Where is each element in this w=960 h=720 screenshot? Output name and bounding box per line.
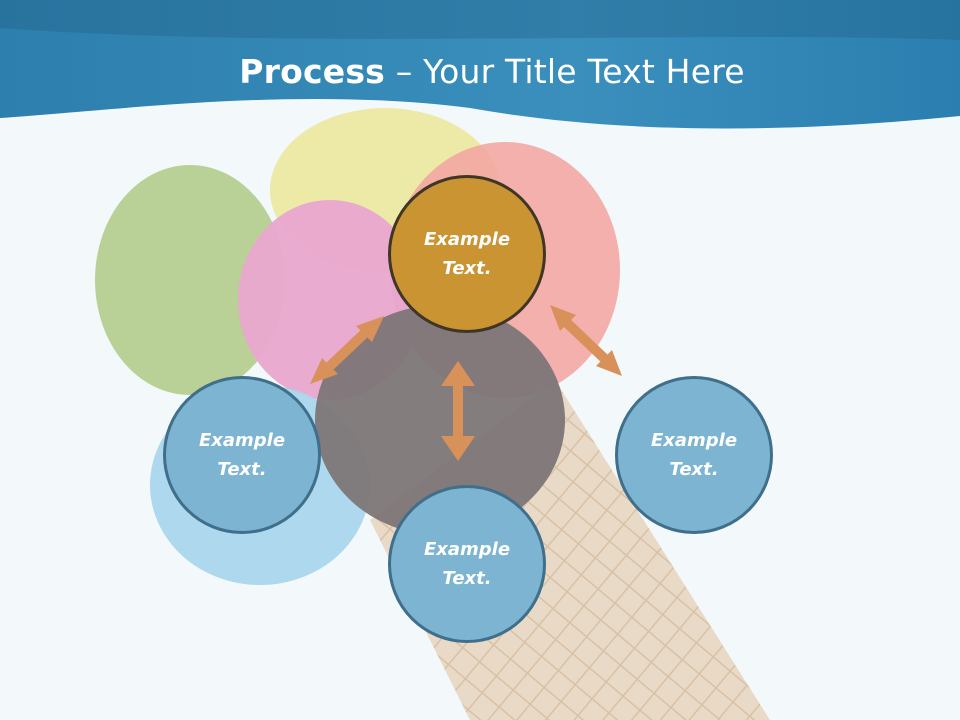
title-rest: – Your Title Text Here xyxy=(385,52,745,91)
arrow-center-head-a xyxy=(441,361,475,386)
arrow-top-left-head-a xyxy=(356,316,384,342)
header-band xyxy=(0,0,960,129)
node-right-line2: Text. xyxy=(669,459,719,480)
node-bottom-line1: Example xyxy=(423,539,511,560)
node-left: Example Text. xyxy=(163,376,321,534)
node-left-line1: Example xyxy=(198,430,286,451)
node-top-line1: Example xyxy=(423,229,511,250)
header-band-highlight xyxy=(0,0,960,40)
arrow-top-left-head-b xyxy=(310,358,338,384)
page-title: Process – Your Title Text Here xyxy=(0,52,960,91)
arrow-top-left-shaft xyxy=(326,328,370,370)
node-top: Example Text. xyxy=(388,175,546,333)
green-scoop xyxy=(95,165,285,395)
arrow-center-head-b xyxy=(441,436,475,461)
arrow-top-right-head-a xyxy=(550,305,576,331)
arrow-top-right-head-b xyxy=(596,350,622,376)
arrow-top-right-shaft xyxy=(562,318,610,364)
node-left-line2: Text. xyxy=(217,459,267,480)
node-bottom: Example Text. xyxy=(388,485,546,643)
title-bold: Process xyxy=(239,52,386,91)
node-bottom-line2: Text. xyxy=(442,568,492,589)
node-top-line2: Text. xyxy=(442,258,492,279)
chocolate-scoop xyxy=(315,305,565,535)
node-right-line1: Example xyxy=(650,430,738,451)
node-right: Example Text. xyxy=(615,376,773,534)
